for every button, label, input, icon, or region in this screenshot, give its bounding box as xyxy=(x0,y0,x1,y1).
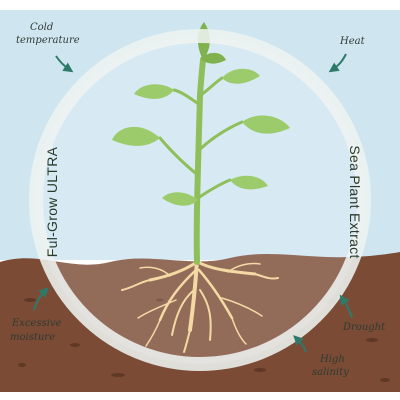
protective-ring xyxy=(29,29,371,371)
leaf xyxy=(222,68,260,84)
leaf xyxy=(230,175,268,190)
plant-branches xyxy=(158,76,244,200)
label-excessive-moisture: Excessive moisture xyxy=(10,318,65,343)
leaf xyxy=(162,192,198,206)
label-high-salinity: High salinity xyxy=(312,354,349,378)
label-drought: Drought xyxy=(342,322,386,333)
leaf xyxy=(134,84,174,99)
plant-leaves xyxy=(112,22,290,206)
label-heat: Heat xyxy=(339,36,366,47)
ring-label-right: Sea Plant Extract xyxy=(347,145,363,258)
arrow-drought xyxy=(339,294,353,319)
stress-arrows xyxy=(33,53,353,353)
soil-ground xyxy=(0,252,400,392)
ring-label-left: Ful-Grow ULTRA xyxy=(44,146,60,257)
leaf xyxy=(200,52,226,64)
arrow-high-salinity xyxy=(293,335,307,353)
plant-stem xyxy=(193,57,206,265)
leaf xyxy=(112,126,160,146)
arrow-heat xyxy=(328,53,347,73)
label-cold-temperature: Cold temperature xyxy=(16,22,80,46)
arrow-cold xyxy=(55,55,74,73)
arrow-excessive-moisture xyxy=(33,287,49,311)
leaf xyxy=(242,115,290,134)
